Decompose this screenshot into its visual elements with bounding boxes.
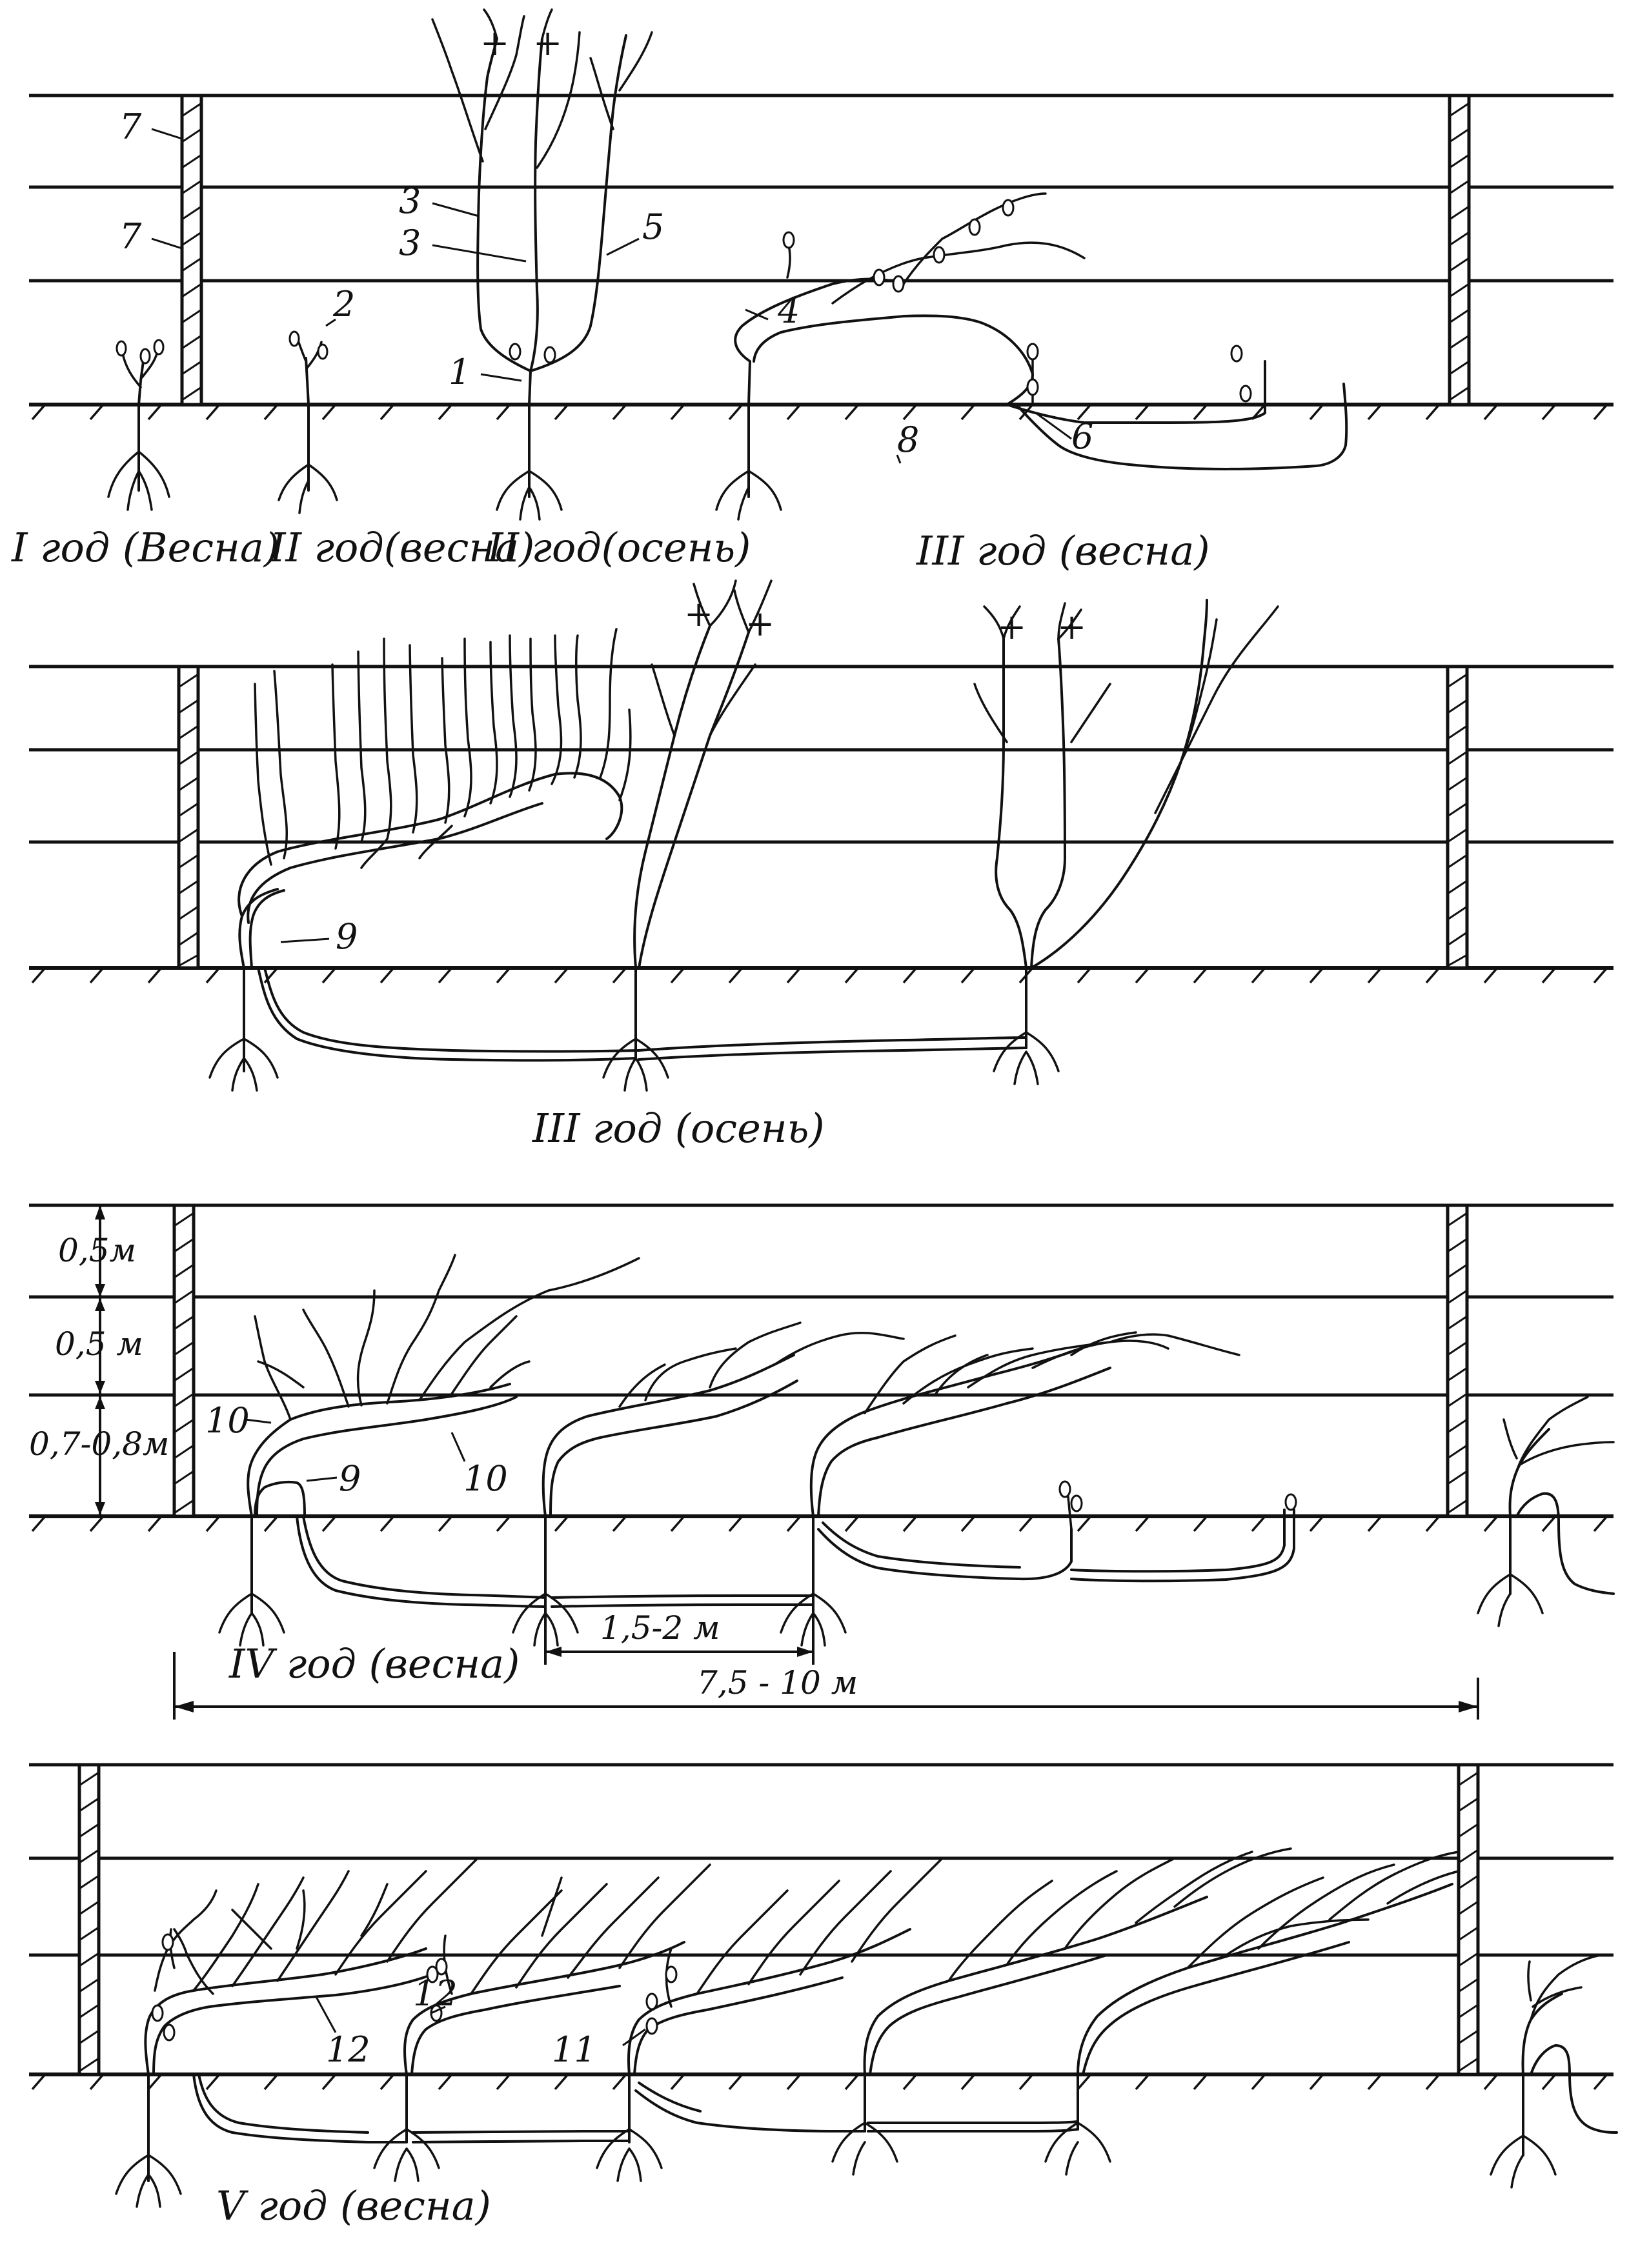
label-3-lower: 3 bbox=[399, 223, 421, 263]
caption-year3-autumn: III год (осень) bbox=[532, 1105, 825, 1152]
caption-year1-spring: I год (Весна) bbox=[11, 524, 279, 571]
label-7-lower: 7 bbox=[119, 216, 142, 257]
prune-mark: + bbox=[997, 607, 1026, 647]
prune-mark: + bbox=[684, 594, 713, 634]
label-4: 4 bbox=[777, 290, 800, 331]
trellis-post-left bbox=[180, 94, 203, 406]
trellis-post-left bbox=[177, 665, 200, 970]
captions-panel-3: IV год (весна) bbox=[228, 1640, 520, 1687]
label-2: 2 bbox=[332, 284, 355, 325]
label-1: 1 bbox=[449, 352, 470, 392]
label-10-right: 10 bbox=[463, 1458, 508, 1499]
vine-year5-spring bbox=[115, 1847, 1618, 2208]
trellis-wires bbox=[29, 94, 1614, 283]
ground-line bbox=[29, 1514, 1614, 1532]
dim-plant-spacing: 1,5-2 м bbox=[600, 1609, 720, 1647]
label-5: 5 bbox=[642, 206, 664, 247]
height-dimensions: 0,5м 0,5 м 0,7-0,8м bbox=[29, 1205, 169, 1516]
label-9: 9 bbox=[336, 916, 358, 957]
caption-year3-spring: III год (весна) bbox=[916, 527, 1210, 574]
prune-mark: + bbox=[745, 603, 774, 644]
prune-mark: + bbox=[480, 23, 509, 63]
label-8: 8 bbox=[897, 419, 919, 460]
panel-4: 12 12 11 V год (весна) bbox=[29, 1763, 1618, 2229]
dim-first-wire-height: 0,7-0,8м bbox=[29, 1425, 169, 1463]
labels-panel-1: 7 7 2 3 3 5 1 4 8 6 bbox=[119, 106, 1093, 464]
trellis-post-right bbox=[1448, 94, 1471, 406]
vine-year3-spring bbox=[715, 192, 1348, 521]
label-9: 9 bbox=[339, 1458, 361, 1499]
label-11: 11 bbox=[552, 2029, 596, 2070]
trellis-wires bbox=[29, 665, 1614, 844]
trellis-post-right bbox=[1457, 1763, 1480, 2076]
captions-panel-1: I год (Весна) II год(весна) II год(осень… bbox=[11, 524, 1210, 574]
captions-panel-4: V год (весна) bbox=[216, 2182, 491, 2229]
dim-wire-spacing-2: 0,5 м bbox=[55, 1325, 143, 1363]
label-6: 6 bbox=[1071, 416, 1093, 457]
caption-year4-spring: IV год (весна) bbox=[228, 1640, 520, 1687]
labels-panel-2: 9 bbox=[280, 916, 358, 957]
seedling-year1 bbox=[107, 339, 170, 511]
labels-panel-3: 10 9 10 bbox=[205, 1400, 508, 1499]
trellis-wires bbox=[29, 1203, 1614, 1397]
label-7-upper: 7 bbox=[119, 106, 142, 147]
ground-line bbox=[29, 2072, 1614, 2091]
panel-2: + + + + 9 III год (осень) bbox=[29, 579, 1614, 1152]
dim-post-spacing: 7,5 - 10 м bbox=[697, 1664, 858, 1701]
label-10-left: 10 bbox=[205, 1400, 250, 1441]
trellis-post-left bbox=[172, 1203, 196, 1518]
prune-mark: + bbox=[1057, 607, 1086, 647]
caption-year2-autumn: II год(осень) bbox=[487, 524, 751, 571]
panel-3: 0,5м 0,5 м 0,7-0,8м bbox=[29, 1203, 1615, 1720]
trellis-wires bbox=[29, 1763, 1614, 1957]
trellis-post-right bbox=[1446, 665, 1469, 970]
labels-panel-4: 12 12 11 bbox=[315, 1973, 646, 2070]
label-12-right: 12 bbox=[413, 1973, 458, 2014]
trellis-post-left bbox=[77, 1763, 101, 2076]
panel-1: + + bbox=[11, 8, 1614, 574]
seedling-year2-spring bbox=[278, 330, 338, 514]
vine-year2-autumn: + + bbox=[431, 8, 653, 521]
spacing-dimensions: 1,5-2 м 7,5 - 10 м bbox=[173, 1594, 1479, 1720]
captions-panel-2: III год (осень) bbox=[532, 1105, 825, 1152]
label-12-left: 12 bbox=[326, 2029, 370, 2070]
caption-year5-spring: V год (весна) bbox=[216, 2182, 491, 2229]
label-3-upper: 3 bbox=[399, 181, 421, 221]
ground-line bbox=[29, 966, 1614, 984]
trellis-post-right bbox=[1446, 1203, 1469, 1518]
caption-year2-spring: II год(весна) bbox=[269, 524, 534, 571]
prune-mark: + bbox=[533, 23, 562, 63]
vine-year3-autumn: + + + + bbox=[208, 579, 1279, 1092]
dim-wire-spacing-1: 0,5м bbox=[58, 1232, 136, 1269]
ground-line bbox=[29, 403, 1614, 421]
vine-year4-spring bbox=[218, 1254, 1615, 1647]
